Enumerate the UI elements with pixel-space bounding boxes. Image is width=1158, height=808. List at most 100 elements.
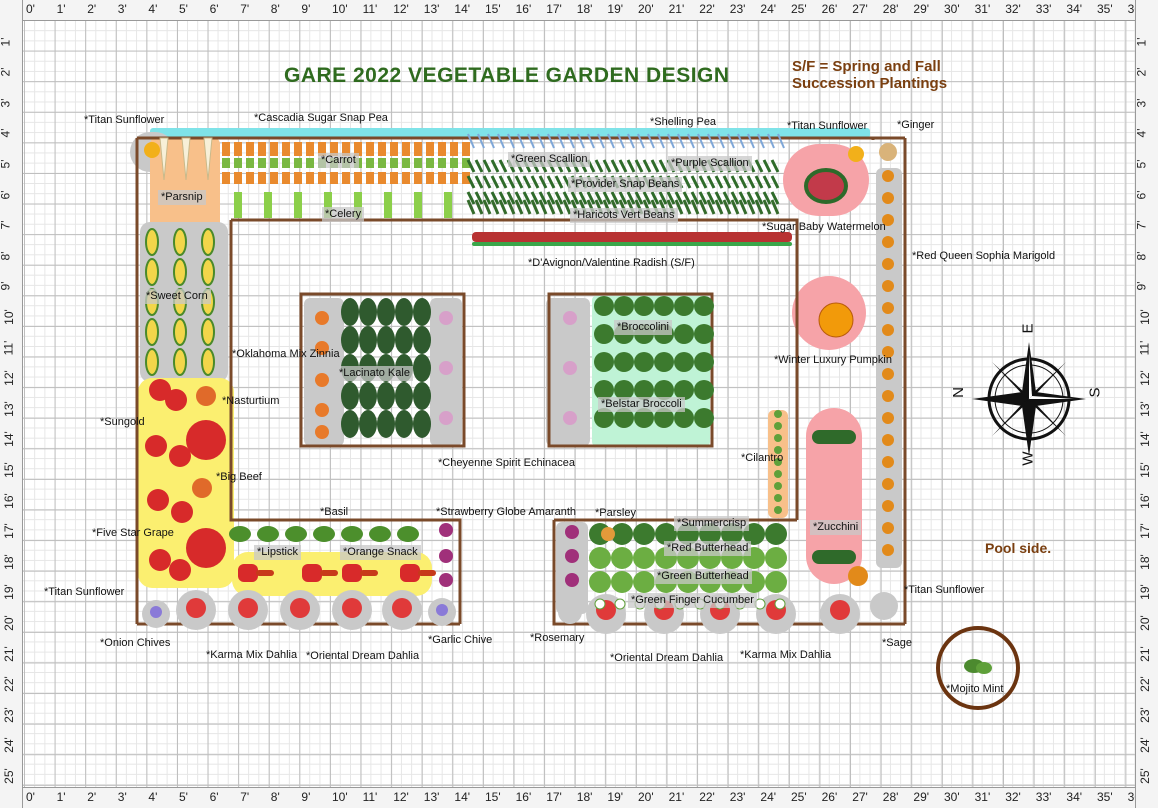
bean-mark xyxy=(762,191,772,205)
carrot-mark xyxy=(378,142,386,156)
bean-mark xyxy=(754,175,764,189)
bean-mark xyxy=(482,159,492,173)
marigold-mark xyxy=(882,478,894,490)
celery-mark xyxy=(324,192,332,218)
pea-mark xyxy=(757,133,765,149)
label-parsnip: *Parsnip xyxy=(158,190,206,205)
bean-mark xyxy=(754,191,764,205)
zinnia-mark xyxy=(315,373,329,387)
ruler-top-tick: 14' xyxy=(454,2,471,16)
ruler-bottom-tick: 25' xyxy=(791,790,807,804)
carrot-mark xyxy=(438,172,446,184)
compass-s: S xyxy=(1086,387,1104,398)
amaranth-mark xyxy=(439,549,453,563)
marigold-mark xyxy=(882,456,894,468)
pea-mark xyxy=(717,133,725,149)
carrot-mark xyxy=(258,172,266,184)
broccoli-mark xyxy=(694,408,714,428)
pepper-mark xyxy=(360,570,378,576)
label-garlic-chive: *Garlic Chive xyxy=(428,634,493,646)
ruler-bottom-tick: 3' xyxy=(117,790,127,804)
kale-mark xyxy=(341,298,359,326)
bean-mark xyxy=(746,199,756,215)
ginger-mark xyxy=(879,143,897,161)
pea-mark xyxy=(637,133,645,149)
ruler-top-tick: 15' xyxy=(485,2,501,16)
celery-mark xyxy=(354,192,362,218)
dahlia-mark xyxy=(830,600,850,620)
bean-mark xyxy=(522,199,532,215)
broccoli-mark xyxy=(594,380,614,400)
amaranth-mark xyxy=(565,573,579,587)
basil-mark xyxy=(369,526,391,542)
sweet-corn-mark xyxy=(145,258,159,286)
cilantro-mark xyxy=(774,458,782,466)
succession-note-line2: Succession Plantings xyxy=(792,75,948,92)
label-watermelon: *Sugar Baby Watermelon xyxy=(762,221,886,233)
broccoli-mark xyxy=(654,408,674,428)
celery-mark xyxy=(444,192,452,218)
label-onion-chives: *Onion Chives xyxy=(100,637,171,649)
label-mojito-mint: *Mojito Mint xyxy=(946,683,1004,695)
celery-mark xyxy=(414,192,422,218)
pea-mark xyxy=(657,133,665,149)
radish-row-mark xyxy=(472,232,792,242)
bean-mark xyxy=(490,199,500,215)
marigold-mark xyxy=(882,170,894,182)
bean-mark xyxy=(538,175,548,189)
ruler-top-tick: 35' xyxy=(1097,2,1113,16)
carrot-top-mark xyxy=(426,158,434,168)
bean-mark xyxy=(514,199,524,215)
carrot-mark xyxy=(342,142,350,156)
pea-mark xyxy=(467,133,475,149)
sweet-corn-mark xyxy=(201,318,215,346)
bean-mark xyxy=(562,191,572,205)
pea-mark xyxy=(527,133,535,149)
carrot-mark xyxy=(402,142,410,156)
label-green-finger-cucumber: *Green Finger Cucumber xyxy=(628,593,757,608)
bean-mark xyxy=(714,191,724,205)
pea-mark xyxy=(727,133,735,149)
kale-mark xyxy=(341,326,359,354)
parsley-mark xyxy=(601,527,615,541)
ruler-top-tick: 5' xyxy=(179,2,188,16)
bean-mark xyxy=(698,191,708,205)
pea-mark xyxy=(567,133,575,149)
label-cilantro: *Cilantro xyxy=(741,452,784,464)
label-sage: *Sage xyxy=(882,637,912,649)
ruler-bottom-tick: 9' xyxy=(301,790,311,804)
compass-n: N xyxy=(949,387,967,398)
bean-mark xyxy=(602,159,612,173)
bean-mark xyxy=(626,191,636,205)
basil-mark xyxy=(229,526,251,542)
broccoli-mark xyxy=(614,380,634,400)
bean-mark xyxy=(714,175,724,189)
broccoli-mark xyxy=(694,352,714,372)
broccoli-mark xyxy=(614,296,634,316)
bean-mark xyxy=(770,199,780,215)
pepper-mark xyxy=(342,564,362,582)
big-tomato-mark xyxy=(186,420,226,460)
parsnip-mark xyxy=(181,137,191,181)
carrot-mark xyxy=(258,142,266,156)
kale-mark xyxy=(377,410,395,438)
sweet-corn-mark xyxy=(145,228,159,256)
broccoli-mark xyxy=(634,408,654,428)
ruler-bottom-tick: 10' xyxy=(332,790,348,804)
tomato-mark xyxy=(171,501,193,523)
label-summercrisp: *Summercrisp xyxy=(674,516,750,531)
bean-mark xyxy=(474,175,484,189)
zinnia-mark xyxy=(315,341,329,355)
pea-mark xyxy=(617,133,625,149)
bean-mark xyxy=(482,191,492,205)
carrot-mark xyxy=(246,142,254,156)
label-radish: *D'Avignon/Valentine Radish (S/F) xyxy=(528,257,695,269)
broccoli-mark xyxy=(634,352,654,372)
label-parsley: *Parsley xyxy=(595,507,636,519)
ruler-bottom-tick: 30' xyxy=(944,790,960,804)
lettuce-mark xyxy=(611,523,633,545)
ruler-top-tick: 18' xyxy=(576,2,593,16)
cucumber-mark xyxy=(594,598,606,610)
bean-mark xyxy=(698,199,708,215)
lettuce-mark xyxy=(765,571,787,593)
